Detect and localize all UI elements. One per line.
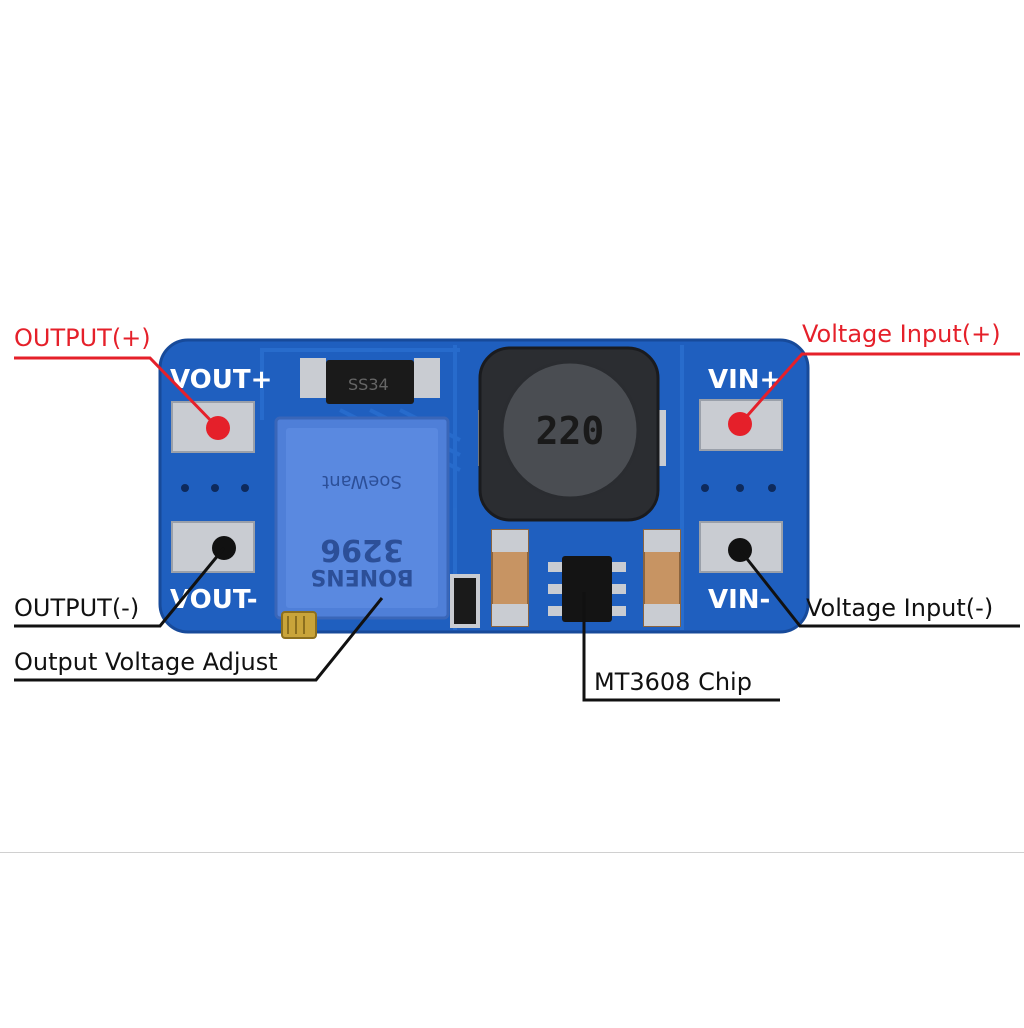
callout-output-minus: OUTPUT(-) [14, 594, 140, 622]
diode-pad-left [300, 358, 326, 398]
diode-pad-right [414, 358, 440, 398]
callout-voltage-input-minus: Voltage Input(-) [806, 594, 994, 622]
pot-marking-bottom: BONENS [310, 564, 413, 589]
diode-marking: SS34 [348, 375, 389, 394]
callout-output-voltage-adjust: Output Voltage Adjust [14, 648, 278, 676]
vin-plus-pad [699, 399, 783, 451]
inductor-marking: 220 [536, 409, 605, 453]
diode-body [326, 360, 414, 404]
leader-voltage-input-plus [738, 352, 1020, 425]
pcb-vias [181, 484, 776, 492]
pot-marking-top: SoeWant [322, 471, 402, 492]
callout-mt3608-chip: MT3608 Chip [594, 668, 752, 696]
silk-vout-plus: VOUT+ [170, 365, 272, 395]
mt3608-chip [548, 556, 626, 622]
potentiometer-top-face [286, 428, 438, 608]
resistor-small [450, 574, 480, 628]
pot-marking-mid: 3296 [320, 532, 404, 567]
leader-output-voltage-adjust [14, 597, 384, 682]
pot-adjust-screw-icon [281, 611, 317, 639]
silk-vin-minus: VIN- [708, 585, 770, 615]
callout-voltage-input-plus: Voltage Input(+) [802, 320, 1001, 348]
bottom-divider [0, 852, 1024, 853]
leader-voltage-input-minus [738, 549, 1020, 628]
silk-vout-minus: VOUT- [170, 585, 258, 615]
vout-plus-pad [171, 401, 255, 453]
leader-output-minus [14, 547, 226, 628]
callout-output-plus: OUTPUT(+) [14, 324, 151, 352]
leader-lines [14, 352, 1020, 702]
leader-mt3608-chip [582, 592, 780, 702]
inductor-top [500, 360, 640, 500]
leader-output-plus [14, 356, 220, 430]
